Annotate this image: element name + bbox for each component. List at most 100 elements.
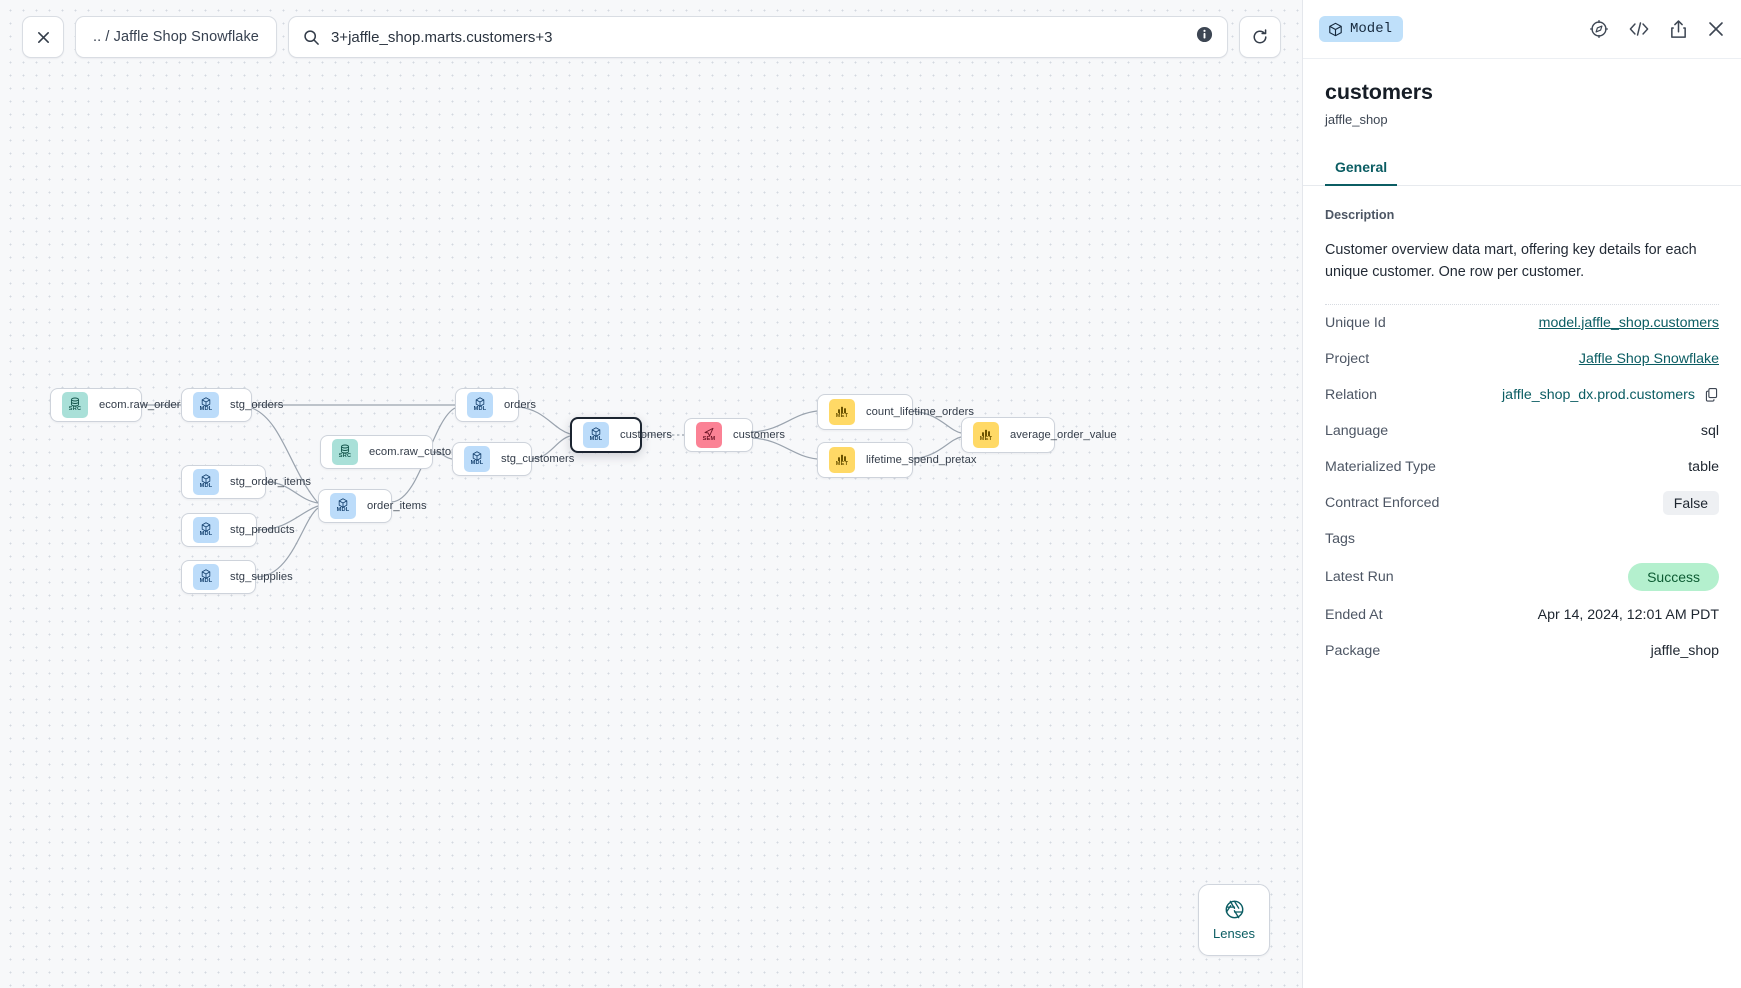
metadata-row: Unique Id model.jaffle_shop.customers (1325, 305, 1719, 341)
page-subtitle: jaffle_shop (1325, 112, 1388, 127)
node-type-badge-mdl-icon: MDL (467, 392, 493, 418)
metadata-row: Contract Enforced False (1325, 485, 1719, 521)
metadata-row: Tags (1325, 521, 1719, 557)
graph-node-ecom_raw_customers[interactable]: SRC ecom.raw_customers (320, 435, 476, 469)
metadata-row: Latest Run Success (1325, 557, 1719, 597)
refresh-icon (1253, 29, 1267, 44)
node-type-badge-src-icon: SRC (332, 439, 358, 465)
graph-node-label: stg_products (230, 524, 295, 536)
metadata-row: Project Jaffle Shop Snowflake (1325, 341, 1719, 377)
metadata-key: Language (1325, 422, 1389, 439)
panel-action-icons (1589, 19, 1725, 39)
metadata-value-wrap: False (1662, 490, 1719, 515)
graph-node-stg_supplies[interactable]: MDL stg_supplies (181, 560, 293, 594)
metadata-row: Language sql (1325, 413, 1719, 449)
page-title: customers (1325, 80, 1433, 104)
metadata-value: jaffle_shop (1650, 642, 1719, 659)
lenses-icon (1225, 900, 1243, 919)
search-box[interactable] (287, 16, 1228, 58)
graph-node-label: stg_supplies (230, 571, 293, 583)
graph-node-average_order_value[interactable]: MET average_order_value (961, 417, 1117, 453)
node-type-badge-mdl-icon: MDL (464, 446, 490, 472)
info-icon[interactable] (1196, 26, 1213, 48)
model-type-chip[interactable]: Model (1319, 16, 1404, 42)
cube-icon (1329, 22, 1342, 36)
lenses-label: Lenses (1213, 926, 1255, 941)
node-type-badge-mdl-icon: MDL (583, 422, 609, 448)
graph-node-label: customers (620, 429, 673, 441)
node-type-badge-mdl-icon: MDL (330, 493, 356, 519)
graph-node-stg_orders[interactable]: MDL stg_orders (181, 388, 283, 422)
breadcrumb[interactable]: .. / Jaffle Shop Snowflake (75, 16, 277, 58)
graph-node-label: orders (504, 399, 537, 411)
node-type-badge-mdl-icon: MDL (193, 392, 219, 418)
graph-node-label: average_order_value (1010, 429, 1117, 441)
metadata-key: Latest Run (1325, 568, 1394, 585)
graph-node-label: stg_customers (501, 453, 575, 465)
metadata-value-wrap: Jaffle Shop Snowflake (1579, 351, 1719, 367)
metadata-key: Unique Id (1325, 314, 1386, 331)
close-button[interactable] (22, 16, 64, 58)
refresh-button[interactable] (1238, 16, 1281, 58)
graph-node-label: count_lifetime_orders (866, 406, 975, 418)
lineage-canvas[interactable]: .. / Jaffle Shop Snowflake (0, 0, 1302, 988)
graph-node-label: stg_order_items (230, 476, 311, 488)
node-type-badge-mdl-icon: MDL (193, 469, 219, 495)
lenses-button[interactable]: Lenses (1198, 884, 1270, 956)
metadata-key: Contract Enforced (1325, 494, 1440, 511)
graph-node-orders[interactable]: MDL orders (455, 388, 536, 422)
node-type-badge-src-icon: SRC (62, 392, 88, 418)
metadata-key: Ended At (1325, 606, 1383, 623)
metadata-value-wrap: model.jaffle_shop.customers (1539, 315, 1719, 331)
metadata-value-wrap: jaffle_shop_dx.prod.customers (1502, 387, 1719, 403)
graph-node-label: lifetime_spend_pretax (866, 454, 977, 466)
metadata-value-wrap: jaffle_shop (1651, 643, 1719, 659)
metadata-value[interactable]: jaffle_shop_dx.prod.customers (1502, 386, 1695, 403)
metadata-value[interactable]: model.jaffle_shop.customers (1538, 314, 1719, 331)
node-type-badge-met-icon: MET (973, 422, 999, 448)
tab-general[interactable]: General (1325, 159, 1398, 186)
share-icon[interactable] (1669, 19, 1688, 39)
status-badge: Success (1628, 562, 1719, 591)
copy-icon[interactable] (1704, 387, 1719, 402)
description-label: Description (1325, 208, 1395, 222)
panel-header: Model (1303, 0, 1741, 59)
compass-icon[interactable] (1589, 19, 1609, 39)
graph-node-stg_customers[interactable]: MDL stg_customers (452, 442, 574, 476)
node-type-badge-met-icon: MET (829, 399, 855, 425)
close-icon[interactable] (1707, 20, 1725, 38)
node-type-badge-sem-icon: SEM (696, 422, 722, 448)
graph-node-stg_order_items[interactable]: MDL stg_order_items (181, 465, 311, 499)
metadata-value[interactable]: Jaffle Shop Snowflake (1578, 350, 1719, 367)
node-type-badge-mdl-icon: MDL (193, 564, 219, 590)
node-type-badge-met-icon: MET (829, 447, 855, 473)
search-input[interactable] (330, 28, 1185, 46)
graph-node-label: ecom.raw_customers (369, 446, 477, 458)
metadata-key: Tags (1325, 530, 1355, 547)
search-icon (304, 29, 319, 45)
graph-node-label: stg_orders (230, 399, 284, 411)
graph-node-customers_model[interactable]: MDL customers (570, 417, 672, 453)
details-panel: Model (1302, 0, 1741, 988)
panel-title-block: customers jaffle_shop (1303, 59, 1741, 127)
metadata-value-wrap: sql (1701, 423, 1719, 439)
metadata-value-wrap: table (1688, 459, 1719, 475)
metadata-key: Project (1325, 350, 1370, 367)
code-icon[interactable] (1628, 19, 1650, 39)
panel-tabs: General (1303, 159, 1741, 186)
graph-node-count_lifetime_orders[interactable]: MET count_lifetime_orders (817, 394, 974, 430)
metadata-value-wrap: Success (1628, 562, 1719, 591)
graph-node-lifetime_spend_pretax[interactable]: MET lifetime_spend_pretax (817, 442, 976, 478)
close-icon (37, 31, 49, 43)
